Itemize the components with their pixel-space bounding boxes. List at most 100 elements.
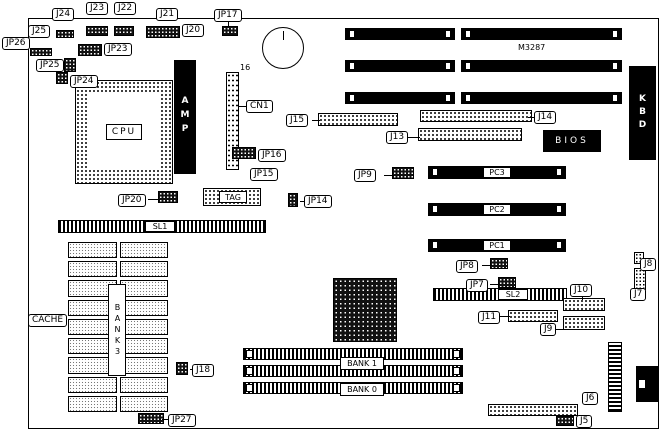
- jp16-jumper: [232, 147, 256, 159]
- jp14-jumper: [288, 193, 298, 207]
- bank0-label-box: BANK 0: [340, 383, 384, 396]
- jp9-jumper: [392, 167, 414, 179]
- j22-jumper: [114, 26, 134, 36]
- tag-ram-chip: TAG: [203, 188, 261, 206]
- label-j24: J24: [52, 8, 75, 21]
- label-j10: J10: [570, 284, 593, 297]
- leader-line: [228, 21, 229, 27]
- leader-line: [482, 265, 492, 266]
- label-jp7: JP7: [466, 279, 488, 292]
- j15-connector: [318, 113, 398, 126]
- j11-connector: [508, 310, 558, 322]
- amp-label: AMP: [180, 96, 190, 138]
- j5-jumper: [556, 416, 574, 426]
- cache-chip: [68, 261, 117, 278]
- label-j6: J6: [582, 392, 599, 405]
- leader-line: [162, 419, 170, 420]
- jp25-jumper: [64, 58, 76, 72]
- j23-jumper: [86, 26, 108, 36]
- bank3-label: BANK3: [113, 302, 122, 358]
- pc3-label-box: PC3: [483, 167, 511, 178]
- pin16-marker: 16: [240, 63, 251, 72]
- isa-slot-2-left: [345, 60, 455, 72]
- label-j25: J25: [28, 25, 51, 38]
- label-j11: J11: [478, 311, 501, 324]
- j7-connector: [634, 268, 646, 290]
- jp26-jumper: [30, 48, 52, 56]
- j14-connector: [420, 110, 532, 122]
- jp8-jumper: [490, 258, 508, 269]
- chipset-part-number: M3287: [518, 43, 546, 52]
- jp24-jumper: [56, 72, 68, 84]
- label-jp15: JP15: [250, 168, 278, 181]
- label-jp14: JP14: [304, 195, 332, 208]
- label-cache: CACHE: [28, 314, 68, 327]
- label-j9: J9: [540, 323, 557, 336]
- label-j13: J13: [386, 131, 409, 144]
- leader-line: [582, 296, 583, 300]
- label-jp16: JP16: [258, 149, 286, 162]
- jp17-jumper: [222, 26, 238, 36]
- leader-line: [528, 117, 536, 118]
- label-jp20: JP20: [118, 194, 146, 207]
- label-j22: J22: [114, 2, 137, 15]
- label-jp25: JP25: [36, 59, 64, 72]
- label-j7: J7: [630, 288, 647, 301]
- j21-j20-jumper: [146, 26, 180, 38]
- j18-jumper: [176, 362, 188, 375]
- j13-connector: [418, 128, 522, 141]
- label-jp17: JP17: [214, 9, 242, 22]
- leader-line: [312, 120, 320, 121]
- label-jp9: JP9: [354, 169, 376, 182]
- bios-chip: BIOS: [543, 130, 601, 152]
- cache-chip: [119, 395, 168, 412]
- isa-slot-3-right: [461, 92, 622, 104]
- pc2-label-box: PC2: [483, 204, 511, 215]
- cache-chip: [68, 395, 117, 412]
- leader-line: [556, 329, 565, 330]
- cache-chip: [68, 242, 117, 259]
- cache-chip: [119, 318, 168, 336]
- label-jp26: JP26: [2, 37, 30, 50]
- sl1-label-box: SL1: [145, 221, 175, 232]
- cache-chip: [119, 280, 168, 297]
- label-j21: J21: [156, 8, 179, 21]
- label-j15: J15: [286, 114, 309, 127]
- sl2-slot: SL2: [433, 288, 567, 301]
- cn1-connector: [226, 72, 239, 170]
- cache-chip: [119, 242, 168, 259]
- edge-connector: [608, 342, 622, 412]
- kbd-label: KBD: [637, 93, 648, 133]
- cache-chip: [119, 376, 168, 393]
- voltage-regulator: AMP: [174, 60, 196, 174]
- bank3-label-box: BANK3: [108, 284, 126, 376]
- leader-line: [500, 316, 510, 317]
- leader-line: [238, 106, 248, 107]
- cache-chip: [119, 261, 168, 278]
- jp7-jumper: [498, 277, 516, 288]
- label-jp27: JP27: [168, 414, 196, 427]
- label-j23: J23: [86, 2, 109, 15]
- isa-slot-1-right: [461, 28, 622, 40]
- label-j20: J20: [182, 24, 205, 37]
- cache-chip: [119, 338, 168, 355]
- cache-chip: [119, 299, 168, 316]
- pci-slot-1: PC1: [428, 239, 566, 252]
- leader-line: [148, 199, 160, 200]
- keyboard-connector: KBD: [629, 66, 656, 160]
- cache-chip: [68, 376, 117, 393]
- label-j14: J14: [534, 111, 557, 124]
- leader-line: [408, 137, 420, 138]
- pc1-label-box: PC1: [483, 240, 511, 251]
- label-cn1: CN1: [246, 100, 273, 113]
- label-j18: J18: [192, 364, 215, 377]
- label-j8: J8: [640, 258, 657, 271]
- cache-chip: [119, 357, 168, 374]
- cpu-label-box: CPU: [106, 124, 142, 140]
- chipset: [333, 278, 397, 342]
- isa-slot-3-left: [345, 92, 455, 104]
- jp27-jumper: [138, 413, 164, 424]
- j6-connector: [488, 404, 578, 416]
- cpu-socket: CPU: [75, 80, 173, 184]
